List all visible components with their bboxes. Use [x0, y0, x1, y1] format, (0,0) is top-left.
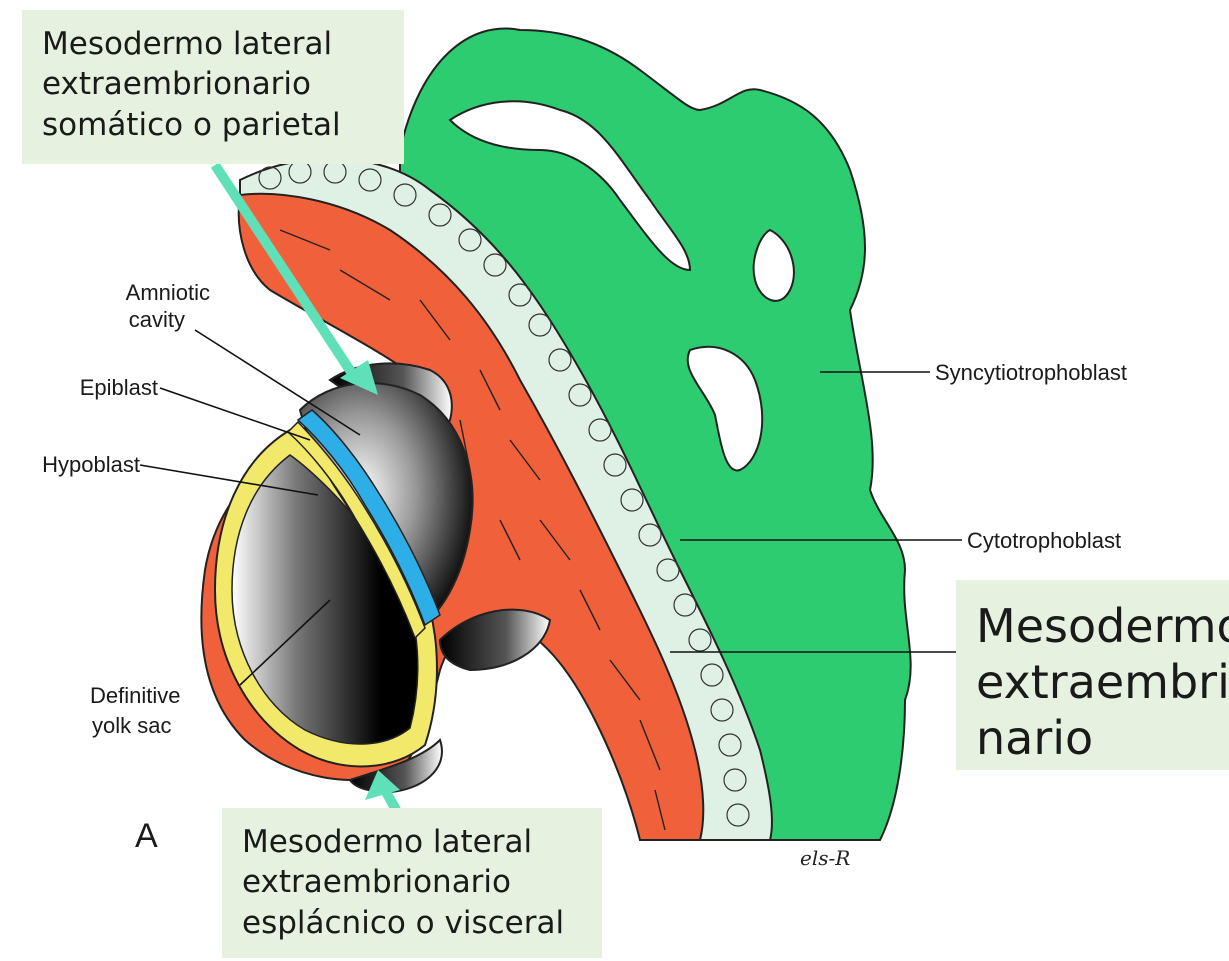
callout-line: nario [976, 710, 1229, 766]
callout-line: somático o parietal [42, 105, 404, 145]
amniotic-cavity-label-line1: Amniotic [126, 280, 210, 305]
panel-letter: A [135, 817, 158, 855]
definitive-yolk-sac-label-line1: Definitive [90, 683, 180, 708]
callout-line: Mesodermo [976, 598, 1229, 654]
cytotrophoblast-label: Cytotrophoblast [967, 528, 1121, 553]
callout-line: Mesodermo lateral [242, 822, 602, 862]
epiblast-label: Epiblast [80, 375, 158, 400]
callout-somatic-mesoderm: Mesodermo lateral extraembrionario somát… [22, 10, 404, 164]
callout-splanchnic-mesoderm: Mesodermo lateral extraembrionario esplá… [222, 808, 602, 958]
callout-line: esplácnico o visceral [242, 903, 602, 943]
artist-signature: els-R [800, 846, 850, 870]
callout-line: Mesodermo lateral [42, 24, 404, 64]
callout-extraembryonic-mesoderm: Mesodermo extraembrio nario [956, 580, 1229, 770]
callout-line: extraembrionario [242, 862, 602, 902]
callout-line: extraembrio [976, 654, 1229, 710]
amniotic-cavity-label-line2: cavity [129, 307, 185, 332]
syncytiotrophoblast-label: Syncytiotrophoblast [935, 360, 1127, 385]
definitive-yolk-sac-label-line2: yolk sac [92, 713, 171, 738]
hypoblast-label: Hypoblast [42, 452, 140, 477]
callout-line: extraembrionario [42, 64, 404, 104]
